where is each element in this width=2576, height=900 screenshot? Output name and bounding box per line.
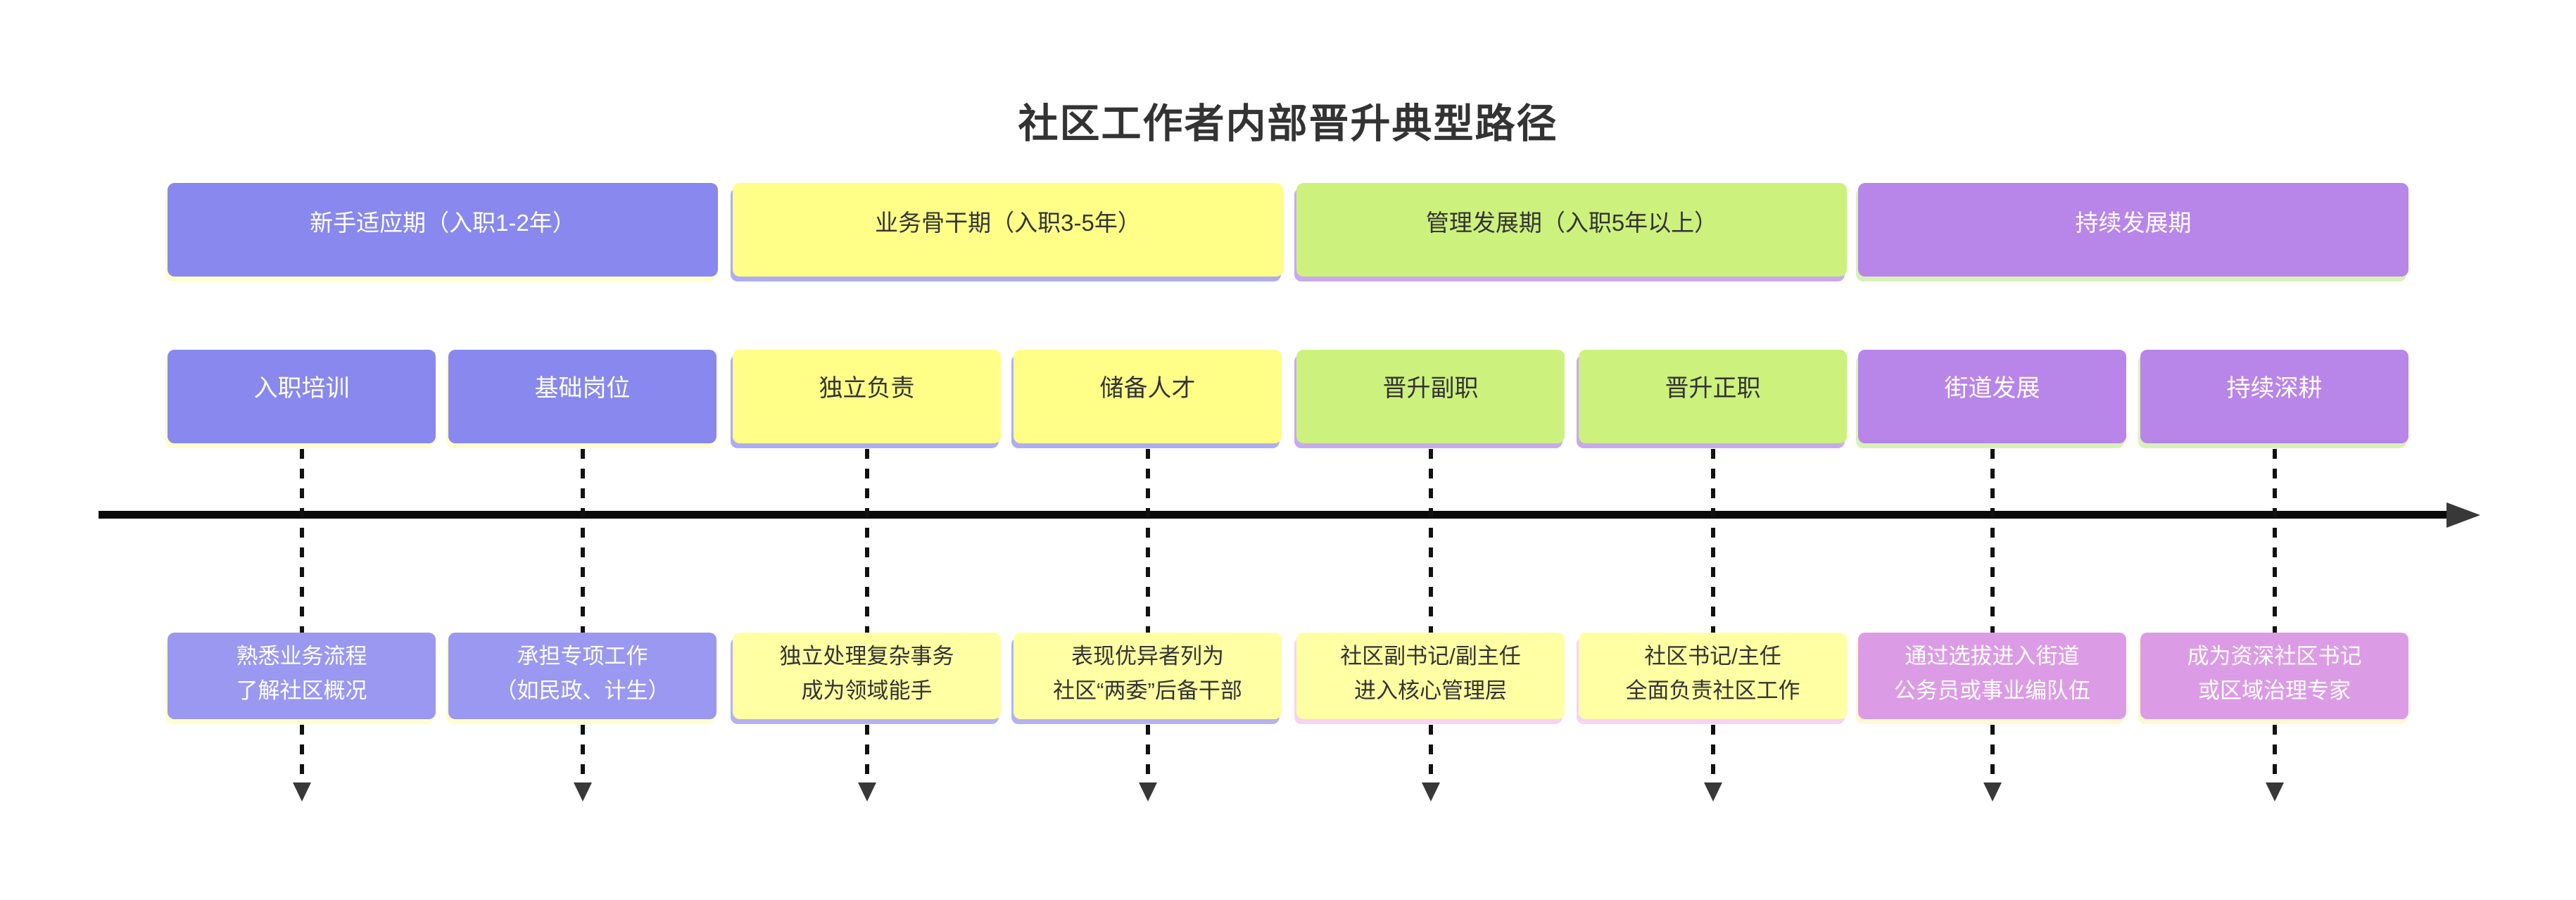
event-line-1: 通过选拔进入街道 [1905, 643, 2080, 668]
page-title: 社区工作者内部晋升典型路径 [1018, 101, 1558, 146]
connector-arrowhead-icon [1983, 782, 2002, 801]
event-line-1: 独立处理复杂事务 [779, 643, 954, 668]
event-line-2: 进入核心管理层 [1354, 678, 1507, 703]
stage-box-independent-duty: 独立负责 [733, 350, 1001, 443]
stage-label: 入职培训 [253, 375, 350, 402]
stage-label: 独立负责 [819, 375, 915, 402]
stage-box-continuous-cultivation: 持续深耕 [2140, 350, 2408, 443]
event-line-2: 或区域治理专家 [2198, 678, 2351, 703]
event-box-familiarize: 熟悉业务流程 了解社区概况 [168, 633, 436, 719]
event-line-2: 全面负责社区工作 [1625, 678, 1800, 703]
stage-label: 街道发展 [1944, 375, 2040, 402]
phase-label: 业务骨干期（入职3-5年） [875, 209, 1141, 236]
connector-arrowhead-icon [1704, 782, 1722, 801]
event-line-1: 社区副书记/副主任 [1340, 643, 1521, 668]
connector-dashed-line [300, 449, 304, 782]
stage-label: 基础岗位 [534, 375, 631, 402]
event-box-senior-expert: 成为资深社区书记 或区域治理专家 [2140, 633, 2408, 719]
event-line-2: 社区“两委”后备干部 [1053, 678, 1242, 703]
connector-dashed-line [1429, 449, 1433, 782]
event-line-2: （如民政、计生） [495, 678, 670, 703]
phase-label: 持续发展期 [2075, 209, 2192, 236]
connector-arrowhead-icon [1422, 782, 1440, 801]
connector-dashed-line [2273, 449, 2277, 782]
event-line-1: 表现优异者列为 [1071, 643, 1224, 668]
event-box-street-selection: 通过选拔进入街道 公务员或事业编队伍 [1858, 633, 2126, 719]
event-line-2: 成为领域能手 [801, 678, 933, 703]
phase-label: 管理发展期（入职5年以上） [1425, 209, 1718, 236]
stage-box-deputy-promotion: 晋升副职 [1296, 350, 1565, 443]
phase-header-continuous: 持续发展期 [1858, 183, 2408, 277]
event-box-special-tasks: 承担专项工作 （如民政、计生） [448, 633, 716, 719]
connector-arrowhead-icon [293, 782, 311, 801]
event-line-2: 公务员或事业编队伍 [1894, 678, 2090, 703]
event-line-1: 社区书记/主任 [1644, 643, 1781, 668]
stage-label: 晋升副职 [1382, 375, 1479, 402]
connector-arrowhead-icon [2266, 782, 2284, 801]
timeline-arrowhead-icon [2446, 502, 2480, 528]
timeline-axis [99, 511, 2448, 519]
stage-label: 储备人才 [1099, 375, 1196, 402]
event-box-secretary: 社区书记/主任 全面负责社区工作 [1579, 633, 1847, 719]
stage-box-reserve-talent: 储备人才 [1014, 350, 1282, 443]
stage-box-chief-promotion: 晋升正职 [1579, 350, 1847, 443]
event-line-1: 承担专项工作 [517, 643, 648, 668]
stage-label: 持续深耕 [2226, 375, 2323, 402]
stage-box-street-development: 街道发展 [1858, 350, 2126, 443]
connector-dashed-line [1711, 449, 1715, 782]
connector-arrowhead-icon [858, 782, 876, 801]
phase-header-backbone: 业务骨干期（入职3-5年） [733, 183, 1283, 277]
phase-header-adaptation: 新手适应期（入职1-2年） [168, 183, 718, 277]
event-line-1: 熟悉业务流程 [236, 643, 367, 668]
event-line-2: 了解社区概况 [236, 678, 367, 703]
event-box-complex-affairs: 独立处理复杂事务 成为领域能手 [733, 633, 1001, 719]
phase-header-management: 管理发展期（入职5年以上） [1296, 183, 1847, 277]
event-box-deputy-secretary: 社区副书记/副主任 进入核心管理层 [1296, 633, 1565, 719]
stage-box-onboarding-training: 入职培训 [168, 350, 436, 443]
phase-label: 新手适应期（入职1-2年） [310, 209, 576, 236]
stage-label: 晋升正职 [1665, 375, 1761, 402]
connector-dashed-line [1146, 449, 1150, 782]
event-line-1: 成为资深社区书记 [2187, 643, 2362, 668]
connector-dashed-line [581, 449, 585, 782]
connector-arrowhead-icon [1139, 782, 1157, 801]
connector-arrowhead-icon [574, 782, 592, 801]
connector-dashed-line [865, 449, 869, 782]
event-box-reserve-cadre: 表现优异者列为 社区“两委”后备干部 [1014, 633, 1282, 719]
stage-box-basic-post: 基础岗位 [448, 350, 716, 443]
connector-dashed-line [1990, 449, 1995, 782]
